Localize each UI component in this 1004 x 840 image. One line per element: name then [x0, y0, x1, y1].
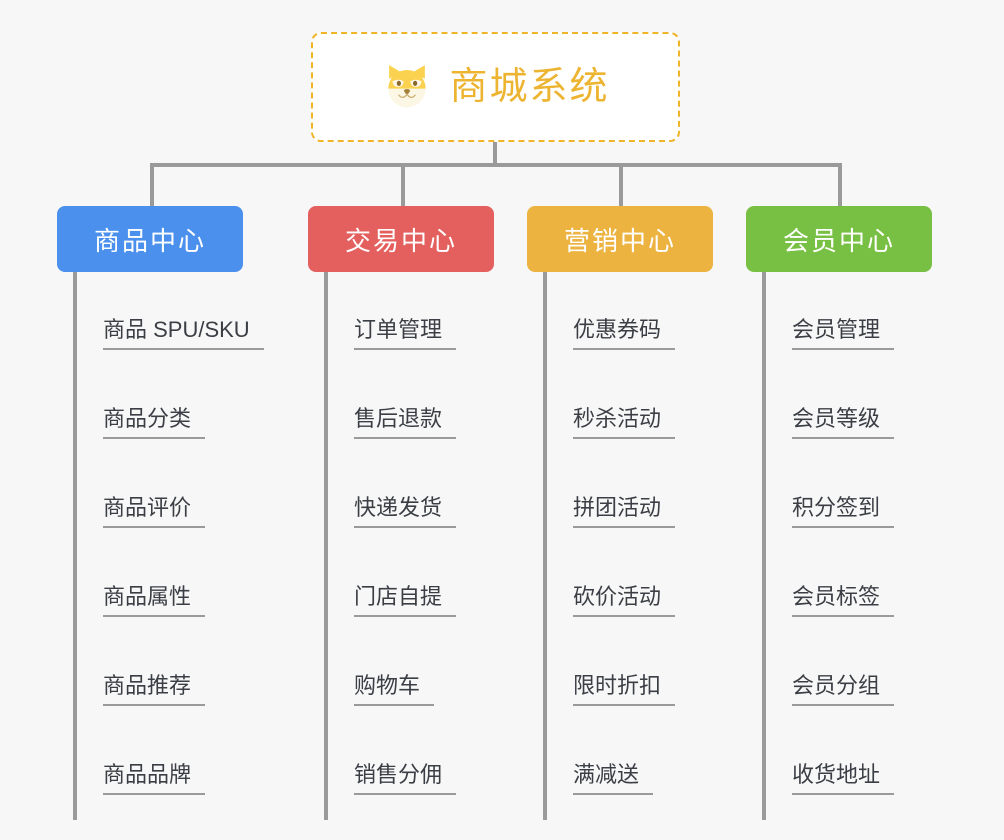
shiba-dog-icon	[388, 65, 427, 108]
leaf-item[interactable]: 购物车	[324, 641, 435, 709]
leaf-item[interactable]: 商品属性	[73, 552, 206, 620]
category-box-3[interactable]: 营销中心	[527, 206, 713, 272]
leaf-label: 购物车	[354, 673, 435, 706]
leaf-label: 商品评价	[103, 495, 206, 528]
spine-line-col-4	[762, 272, 766, 820]
leaf-label: 商品推荐	[103, 673, 206, 706]
leaf-item[interactable]: 商品品牌	[73, 730, 206, 798]
leaf-item[interactable]: 收货地址	[762, 730, 895, 798]
leaf-label: 会员标签	[792, 584, 895, 617]
category-box-1[interactable]: 商品中心	[57, 206, 243, 272]
drop-line-col-1	[150, 163, 154, 207]
leaf-item[interactable]: 商品推荐	[73, 641, 206, 709]
leaf-item[interactable]: 商品评价	[73, 463, 206, 531]
leaf-label: 商品品牌	[103, 762, 206, 795]
leaf-item[interactable]: 优惠券码	[543, 285, 676, 353]
leaf-label: 砍价活动	[573, 584, 676, 617]
leaf-label: 门店自提	[354, 584, 457, 617]
category-box-2[interactable]: 交易中心	[308, 206, 494, 272]
drop-line-col-3	[619, 163, 623, 207]
leaf-item[interactable]: 商品 SPU/SKU	[73, 285, 264, 353]
leaf-label: 销售分佣	[354, 762, 457, 795]
spine-line-col-2	[324, 272, 328, 820]
category-label-2: 交易中心	[344, 225, 457, 256]
leaf-item[interactable]: 快递发货	[324, 463, 457, 531]
leaf-item[interactable]: 积分签到	[762, 463, 895, 531]
leaf-item[interactable]: 会员分组	[762, 641, 895, 709]
leaf-label: 会员管理	[792, 317, 895, 350]
category-label-4: 会员中心	[782, 225, 895, 256]
leaf-item[interactable]: 限时折扣	[543, 641, 676, 709]
leaf-label: 限时折扣	[573, 673, 676, 706]
category-label-1: 商品中心	[93, 225, 206, 256]
leaf-label: 售后退款	[354, 406, 457, 439]
category-label-3: 营销中心	[563, 225, 676, 256]
spine-line-col-3	[543, 272, 547, 820]
leaf-label: 商品分类	[103, 406, 206, 439]
leaf-label: 订单管理	[354, 317, 457, 350]
leaf-item[interactable]: 售后退款	[324, 374, 457, 442]
leaf-item[interactable]: 秒杀活动	[543, 374, 676, 442]
root-node[interactable]: 商城系统	[311, 32, 680, 142]
category-bus-line	[150, 163, 842, 167]
leaf-label: 商品 SPU/SKU	[103, 317, 264, 350]
leaf-label: 商品属性	[103, 584, 206, 617]
leaf-label: 积分签到	[792, 495, 895, 528]
drop-line-col-4	[838, 163, 842, 207]
leaf-label: 会员分组	[792, 673, 895, 706]
leaf-item[interactable]: 砍价活动	[543, 552, 676, 620]
spine-line-col-1	[73, 272, 77, 820]
root-stem-line	[493, 142, 497, 166]
leaf-label: 优惠券码	[573, 317, 676, 350]
drop-line-col-2	[401, 163, 405, 207]
leaf-item[interactable]: 门店自提	[324, 552, 457, 620]
leaf-label: 会员等级	[792, 406, 895, 439]
leaf-item[interactable]: 会员等级	[762, 374, 895, 442]
category-box-4[interactable]: 会员中心	[746, 206, 932, 272]
leaf-item[interactable]: 会员管理	[762, 285, 895, 353]
leaf-label: 秒杀活动	[573, 406, 676, 439]
leaf-item[interactable]: 商品分类	[73, 374, 206, 442]
leaf-item[interactable]: 满减送	[543, 730, 654, 798]
leaf-item[interactable]: 订单管理	[324, 285, 457, 353]
leaf-label: 收货地址	[792, 762, 895, 795]
leaf-label: 拼团活动	[573, 495, 676, 528]
leaf-item[interactable]: 拼团活动	[543, 463, 676, 531]
root-title: 商城系统	[449, 66, 610, 108]
leaf-item[interactable]: 会员标签	[762, 552, 895, 620]
leaf-item[interactable]: 销售分佣	[324, 730, 457, 798]
leaf-label: 满减送	[573, 762, 654, 795]
leaf-label: 快递发货	[354, 495, 457, 528]
